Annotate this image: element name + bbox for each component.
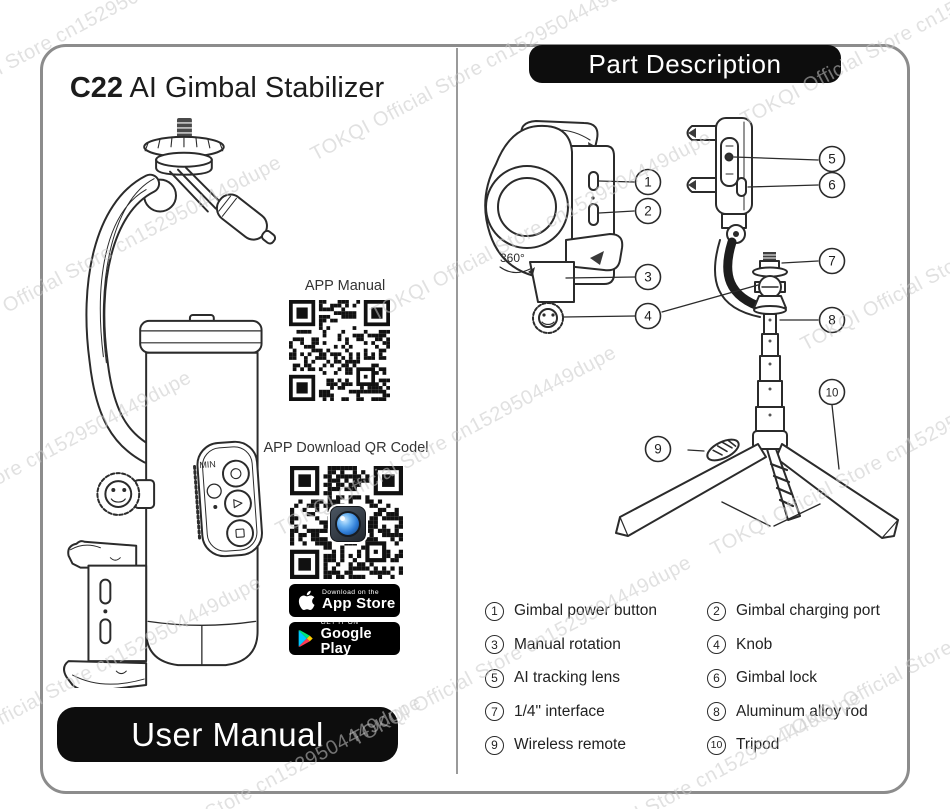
part-name: Knob [736,635,773,653]
tilt-motor [215,193,277,245]
list-item: 2 Gimbal charging port [707,601,903,621]
part-number: 5 [485,668,504,688]
svg-text:9: 9 [654,442,662,457]
title-rest: AI Gimbal Stabilizer [123,72,385,104]
page-border-box [40,44,910,794]
list-item: 8 Aluminum alloy rod [707,702,903,722]
part-diagrams: 360° [484,117,899,539]
control-pad: MIN [193,440,263,558]
app-store-badge-bottom: App Store [322,595,396,613]
gimbal-illustration: MIN [63,117,277,688]
app-store-badge-top: Download on the [322,589,380,597]
panel-divider [456,48,458,774]
svg-text:2: 2 [644,204,652,219]
app-download-qr-code [290,466,403,579]
list-item: 7 1/4" interface [485,702,707,722]
list-item: 9 Wireless remote [485,735,707,755]
svg-text:10: 10 [826,388,839,400]
curved-arm [723,237,769,313]
app-download-label: APP Download QR Codel [263,440,429,456]
part-name: Gimbal lock [736,669,817,686]
app-store-badge[interactable]: Download on the App Store [289,584,400,617]
svg-text:7: 7 [828,254,836,269]
ai-tracking-lens-dot [724,152,734,162]
svg-text:4: 4 [644,309,652,324]
rotation-360-label: 360° [500,251,525,265]
apple-logo-icon [298,590,315,611]
list-item: 1 Gimbal power button [485,601,707,621]
part-name: Gimbal charging port [736,602,880,619]
google-play-badge-top: GET IT ON [320,618,359,626]
side-view-diagram [615,117,899,539]
tripod-legs [615,443,899,539]
part-number: 9 [485,735,504,755]
svg-text:1: 1 [644,175,652,190]
svg-text:5: 5 [828,152,836,167]
folded-phone-clamp [63,540,148,688]
pad-mode-label: MIN [199,459,216,470]
list-item: 4 Knob [707,635,903,655]
part-number: 1 [485,601,504,621]
model-name: C22 [69,72,124,104]
app-manual-label: APP Manual [304,278,386,294]
part-number: 6 [707,668,726,688]
list-item: 6 Gimbal lock [707,668,903,688]
part-name: AI tracking lens [514,669,620,686]
part-name: Aluminum alloy rod [736,702,868,720]
part-name: Tripod [736,736,780,753]
telescopic-rod [755,313,785,432]
quarter-inch-screw [763,252,776,261]
list-item: 10 Tripod [707,735,903,755]
gimbal-lock-pill [736,177,747,197]
part-number: 2 [707,601,726,621]
side-knob [96,472,141,516]
google-play-badge[interactable]: GET IT ON Google Play [289,618,400,657]
callout-numbers: 1 2 3 4 5 6 7 8 9 10 [634,145,846,463]
part-number: 8 [707,702,726,721]
camera-lens-glyph [335,511,361,537]
ai-remote-module [720,137,739,187]
part-number: 3 [485,635,504,654]
part-description-header: Part Description [529,45,841,83]
google-play-icon [298,630,313,647]
part-number: 7 [485,702,504,721]
list-item: 3 Manual rotation [485,635,707,655]
google-play-badge-bottom: Google Play [320,625,372,657]
front-knob [532,302,564,334]
wireless-remote [706,438,740,462]
svg-text:8: 8 [828,313,836,328]
svg-text:6: 6 [828,178,836,193]
parts-legend: 1 Gimbal power button 2 Gimbal charging po… [485,601,903,755]
svg-text:3: 3 [644,270,652,285]
front-view-diagram: 360° [484,120,624,334]
camera-app-icon [330,506,366,542]
part-name: Manual rotation [514,635,621,653]
part-number: 10 [707,735,726,755]
part-name: Wireless remote [514,736,626,753]
page-title: C22 AI Gimbal Stabilizer [27,72,427,105]
part-name: Gimbal power button [514,602,658,619]
user-manual-button[interactable]: User Manual [57,707,398,762]
callout-lines [563,156,840,470]
part-name: 1/4" interface [514,702,605,720]
part-number: 4 [707,635,726,654]
app-manual-qr-code [289,300,390,401]
list-item: 5 AI tracking lens [485,668,707,688]
